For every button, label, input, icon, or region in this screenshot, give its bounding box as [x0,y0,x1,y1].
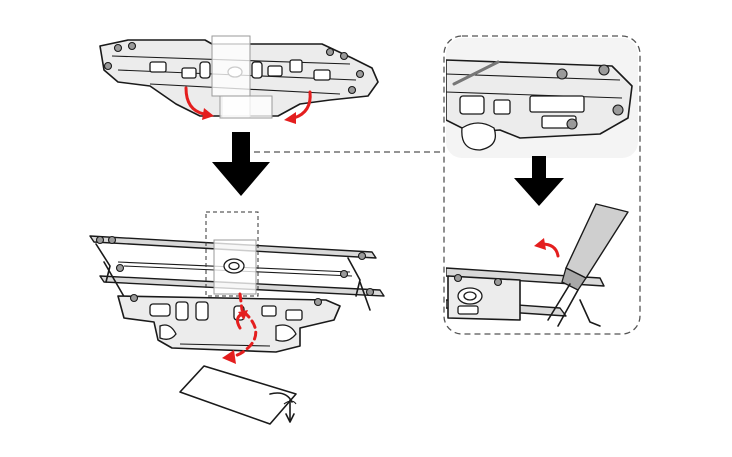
bracket-top-view [99,35,379,124]
down-arrow-icon [212,132,270,196]
detail-tool-prying [446,203,629,327]
tool-icon [547,203,629,327]
detail-bracket-closeup [446,38,638,158]
detail-callout [443,35,641,335]
peel-arrow-icon [283,400,297,405]
curved-arrow-icon [184,86,206,116]
down-arrow-icon [514,156,564,206]
bracket-frame-assembly [89,211,385,364]
peeled-film [179,365,297,425]
